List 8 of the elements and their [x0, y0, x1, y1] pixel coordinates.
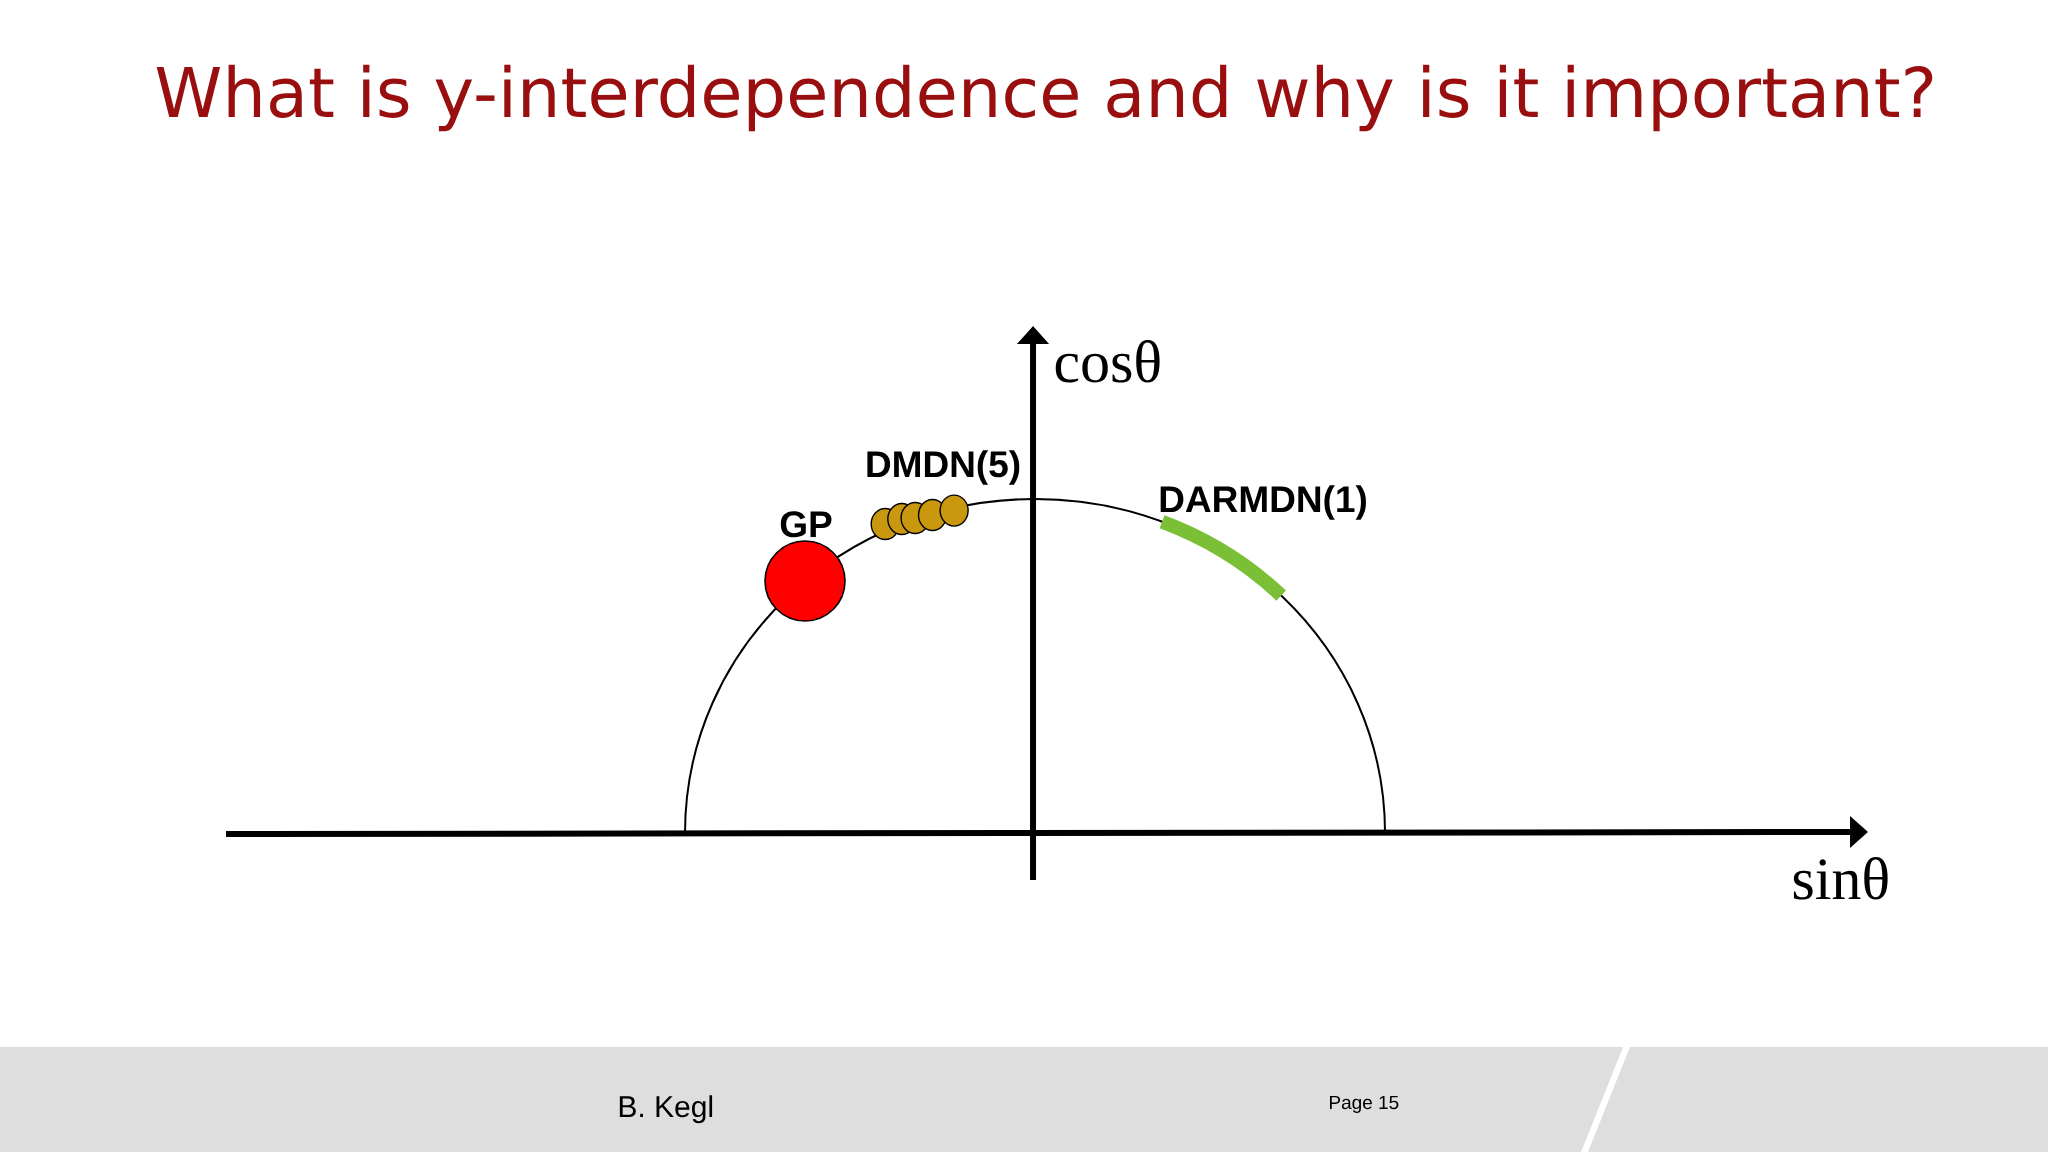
data-label: DARMDN(1) — [1160, 485, 1366, 520]
author-name: B. Kegl — [619, 1095, 713, 1124]
data-label: DMDN(5) — [867, 450, 1020, 485]
axis-label: sinθ — [1793, 857, 1888, 900]
page-number: Page 15 — [1330, 1095, 1399, 1113]
axis-label: cosθ — [1055, 340, 1160, 383]
data-label: GP — [780, 511, 832, 538]
slide-title: What is y-interdependence and why is it important? — [156, 64, 1933, 132]
